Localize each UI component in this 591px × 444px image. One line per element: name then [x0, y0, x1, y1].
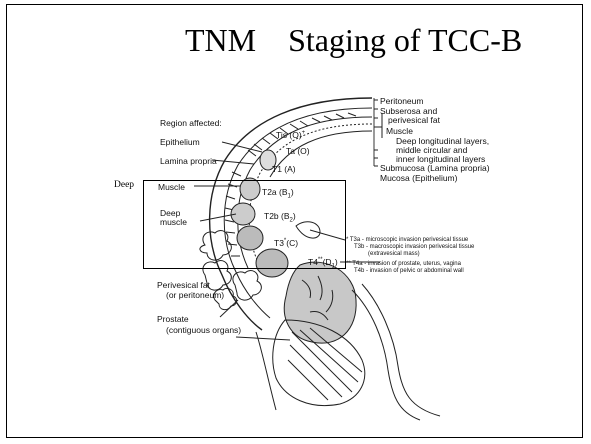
footnote-t4b: T4b - invasion of pelvic or abdominal wa…: [354, 268, 464, 275]
region-affected-label: Region affected:: [160, 118, 222, 128]
footnote-t3a: * T3a - microscopic invasion perivesical…: [346, 237, 468, 244]
muscle-label: Muscle: [158, 182, 185, 192]
stage-tis: Tis (O)+: [276, 128, 305, 140]
perivesical-fat-label-line1: Perivesical fat: [157, 280, 210, 290]
stage-t1: T1 (A): [272, 164, 296, 174]
perivesical-fat-label-line2: (or peritoneum): [166, 290, 224, 300]
deep-side-label: Deep: [114, 180, 134, 190]
stage-t2b: T2b (B2): [264, 211, 296, 226]
stage-t4: T4**(D1): [308, 255, 338, 272]
epithelium-label: Epithelium: [160, 137, 200, 147]
prostate-label-line1: Prostate: [157, 314, 189, 324]
subserosa-label-line2: perivesical fat: [388, 115, 440, 125]
footnote-t4a: ** T4a - invasion of prostate, uterus, v…: [346, 261, 461, 268]
stage-t2a: T2a (B1): [262, 187, 294, 202]
footnote-t3b: T3b - macroscopic invasion perivesical t…: [354, 244, 474, 251]
peritoneum-label: Peritoneum: [380, 96, 423, 106]
deep-muscle-label-line2: muscle: [160, 217, 187, 227]
mucosa-label: Mucosa (Epithelium): [380, 173, 457, 183]
prostate-label-line2: (contiguous organs): [166, 325, 241, 335]
footnote-t3b-line2: (extravesical mass): [368, 251, 420, 258]
stage-ta: Ta (O): [286, 146, 310, 156]
muscle-layer-label: Muscle: [386, 126, 413, 136]
lamina-propria-label: Lamina propria: [160, 156, 217, 166]
submucosa-label: Submucosa (Lamina propria): [380, 163, 490, 173]
stage-t3: T3*(C): [274, 236, 298, 248]
